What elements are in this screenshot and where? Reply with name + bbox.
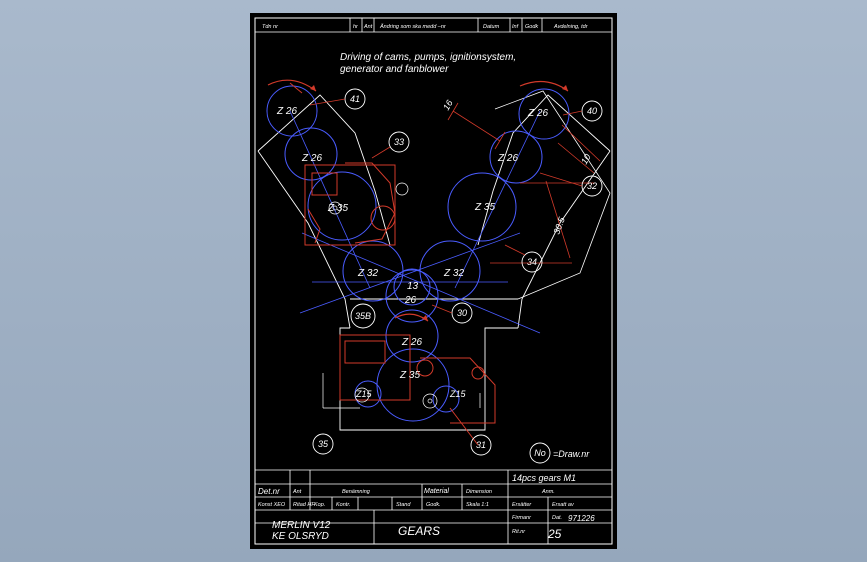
tb-kontr: Kontr. [336,502,350,508]
tb-ersatter: Ersätter [512,502,532,508]
dimension-label: 16 [441,98,455,112]
gear-label: 26 [404,295,417,306]
tb-drawing-no: 25 [547,527,562,541]
title-block [255,469,612,544]
tb-drawing-no-label: Rit.nr [512,529,526,535]
tb-kop: Kop. [314,502,325,508]
gear-label: Z 26 [401,337,422,348]
drawing-title: GEARS [398,524,440,538]
right-bank-outline [494,90,611,300]
balloon-leaders [309,98,583,314]
center-lines [289,110,541,334]
header-field: Avdelning, tdr [553,24,589,30]
project-line-2: KE OLSRYD [272,531,329,542]
tb-dimension: Dimension [466,489,492,495]
header-field: Inf [512,24,519,30]
gear-label: Z 26 [301,153,322,164]
balloon-label: 33 [394,137,404,147]
balloon-circles [312,88,603,464]
tb-ersatt-av: Ersatt av [552,502,575,508]
header-field: Ant [363,24,373,30]
sheet-border [254,17,613,545]
tb-ritad: Ritad HF [293,502,315,508]
balloon-label: 41 [350,94,360,104]
gear-label: Z 35 [474,202,495,213]
balloon-note-number: No [534,448,546,458]
gear-label: 13 [407,281,419,292]
tb-det-nr: Det.nr [258,487,280,496]
header-field: Ändring som ska medd –nr [379,23,447,30]
tb-konst: Konst XEO [258,502,286,508]
gear-label: Z15 [449,389,467,399]
balloon-label: 40 [587,106,597,116]
gear-circles [266,85,570,422]
header-field: Tdn nr [262,24,279,30]
tb-benamning: Benämning [342,489,371,495]
tb-anm: Anm. [541,489,555,495]
balloon-label: 31 [476,440,486,450]
header-row [255,18,612,33]
tb-stand: Stand [396,502,411,508]
tb-date-label: Dat. [552,515,562,521]
part-details [322,182,481,409]
header-field: Godk [525,24,538,30]
tb-skala: Skala 1:1 [466,502,489,508]
cutaway-parts [289,82,496,446]
v-housing [257,94,611,431]
tb-godk: Godk. [426,502,441,508]
tb-date: 971226 [568,514,595,523]
header-field: Datum [483,24,500,30]
dimension-label: 10 [579,152,593,166]
tb-material: Material [424,488,449,495]
dimension-label: 30.5 [551,215,567,236]
balloon-note-text: =Draw.nr [553,449,590,459]
balloon-label: 35B [355,311,371,321]
gear-label: Z 26 [276,106,297,117]
balloon-label: 35 [318,439,329,449]
arrow-heads [310,85,568,321]
gear-label: Z15 [355,389,373,399]
balloon-label: 34 [527,257,537,267]
gear-label: Z 32 [357,268,378,279]
balloon-label: 32 [587,181,597,191]
caption-line-2: generator and fanblower [340,64,449,75]
gear-label: Z 35 [399,370,420,381]
project-line-1: MERLIN V12 [272,520,331,531]
gear-label: Z 26 [497,153,518,164]
gear-label: Z 32 [443,268,464,279]
balloon-label: 30 [457,308,467,318]
tb-firm-label: Firmanr [512,515,532,521]
gear-label: Z 35 [327,203,348,214]
title-right-note: 14pcs gears M1 [512,473,576,483]
tb-ant: Ant [292,489,302,495]
cad-drawing: Tdn nr hr Ant Ändring som ska medd –nr D… [254,17,613,545]
drawing-sheet: Tdn nr hr Ant Ändring som ska medd –nr D… [250,13,617,549]
header-field: hr [353,24,359,30]
caption-line-1: Driving of cams, pumps, ignitionsystem, [340,52,516,63]
gear-label: Z 26 [527,108,548,119]
